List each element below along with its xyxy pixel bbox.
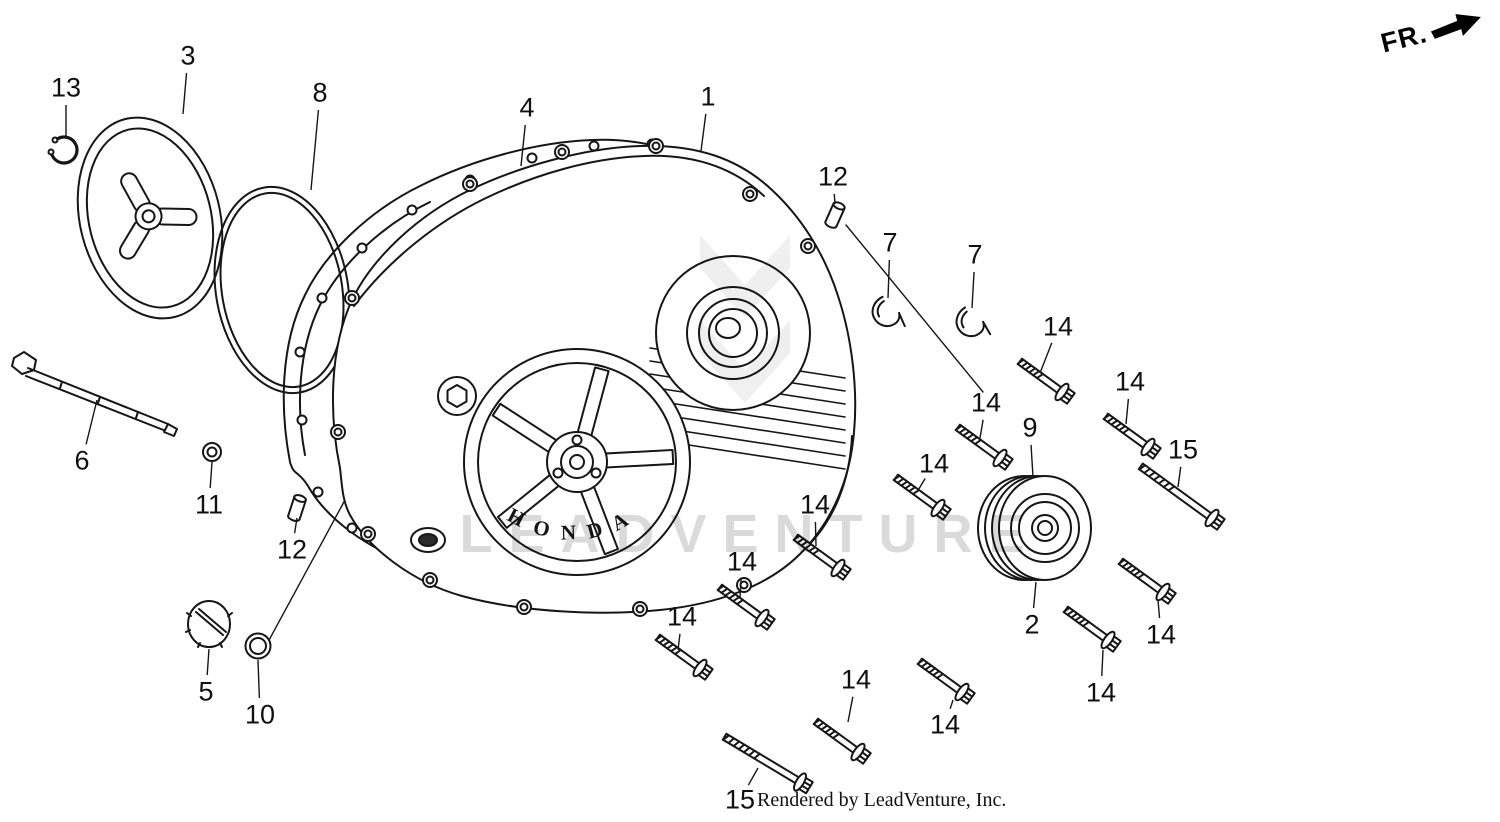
part-callout-14[interactable]: 14 [799, 489, 831, 520]
part-callout-14[interactable]: 14 [918, 448, 950, 479]
leadventure-logo-watermark [700, 235, 790, 403]
leader-line-10 [257, 659, 261, 699]
footer-credit: Rendered by LeadVenture, Inc. [757, 789, 1007, 811]
cover-bolt-holes [330, 138, 816, 617]
leader-line-14 [677, 633, 681, 651]
part-callout-14[interactable]: 14 [929, 709, 961, 740]
leader-line-5 [206, 648, 210, 676]
part-callout-14[interactable]: 14 [1042, 311, 1074, 342]
part-dowel-pin-drawing [823, 199, 847, 231]
leader-line-12 [293, 517, 298, 534]
part-callout-9[interactable]: 9 [1022, 412, 1038, 443]
cover-bearing-boss [655, 255, 811, 411]
part-callout-5[interactable]: 5 [198, 676, 214, 707]
part-cap-drawing [185, 600, 233, 648]
leader-line-14 [916, 478, 926, 493]
watermark-text: LEADVENTURE [459, 504, 1040, 564]
part-callout-3[interactable]: 3 [180, 40, 196, 71]
callout-leader-lines [65, 72, 1182, 786]
part-dowel-pin-drawing [286, 492, 308, 524]
part-callout-8[interactable]: 8 [312, 77, 328, 108]
front-direction-indicator: FR. [1377, 4, 1488, 60]
part-callout-14[interactable]: 14 [1085, 677, 1117, 708]
leader-line-12 [833, 193, 836, 205]
leader-line-14 [949, 699, 954, 710]
leader-line-15 [1177, 466, 1182, 488]
part-callout-7[interactable]: 7 [882, 227, 898, 258]
detail-line [267, 499, 346, 643]
part-callout-7[interactable]: 7 [967, 239, 983, 270]
leader-line-14 [847, 696, 854, 723]
part-callout-13[interactable]: 13 [50, 72, 82, 103]
part-washer-drawing [244, 632, 272, 660]
part-callout-14[interactable]: 14 [1145, 619, 1177, 650]
part-callout-14[interactable]: 14 [726, 546, 758, 577]
leader-line-11 [209, 461, 213, 489]
leader-line-2 [1032, 581, 1037, 609]
part-callout-6[interactable]: 6 [74, 445, 90, 476]
part-pulley-plate-drawing [76, 116, 224, 320]
part-dipstick-drawing [11, 351, 178, 437]
leader-line-1 [700, 113, 707, 152]
part-callout-11[interactable]: 11 [194, 489, 224, 520]
part-callout-4[interactable]: 4 [519, 92, 535, 123]
part-callout-14[interactable]: 14 [970, 387, 1002, 418]
part-grommet-drawing [202, 442, 222, 462]
part-callout-14[interactable]: 14 [1114, 366, 1146, 397]
leader-line-14 [1125, 398, 1130, 425]
part-callout-14[interactable]: 14 [666, 601, 698, 632]
leader-line-14 [739, 578, 742, 599]
detail-line [845, 224, 984, 393]
part-callout-10[interactable]: 10 [244, 699, 276, 730]
leader-line-14 [814, 521, 817, 547]
leader-line-14 [1039, 342, 1053, 374]
fr-arrow-icon [1429, 13, 1480, 39]
part-callout-14[interactable]: 14 [840, 664, 872, 695]
part-callout-15[interactable]: 15 [1167, 434, 1199, 465]
leader-line-14 [1101, 649, 1104, 677]
part-callout-15[interactable]: 15 [724, 784, 756, 815]
part-callout-12[interactable]: 12 [276, 534, 308, 565]
part-callout-2[interactable]: 2 [1024, 609, 1040, 640]
part-clamp-drawing [869, 294, 911, 331]
leader-line-14 [979, 419, 984, 439]
part-clamp-drawing [954, 305, 993, 339]
leader-line-6 [85, 399, 98, 445]
part-pulley-disc-drawing [977, 475, 1092, 581]
leader-line-15 [747, 767, 759, 786]
leader-line-3 [182, 72, 188, 115]
part-callout-1[interactable]: 1 [700, 81, 716, 112]
leader-line-4 [520, 124, 526, 167]
part-cover-drawing: HONDA [330, 138, 857, 617]
leader-line-7 [971, 271, 975, 309]
leader-line-8 [310, 109, 320, 191]
part-callout-12[interactable]: 12 [817, 161, 849, 192]
leader-line-14 [1157, 599, 1161, 619]
leader-line-7 [887, 259, 891, 299]
cover-clutch-circle [463, 348, 691, 576]
part-snap-clip-drawing [47, 135, 79, 165]
leader-line-9 [1030, 444, 1034, 478]
